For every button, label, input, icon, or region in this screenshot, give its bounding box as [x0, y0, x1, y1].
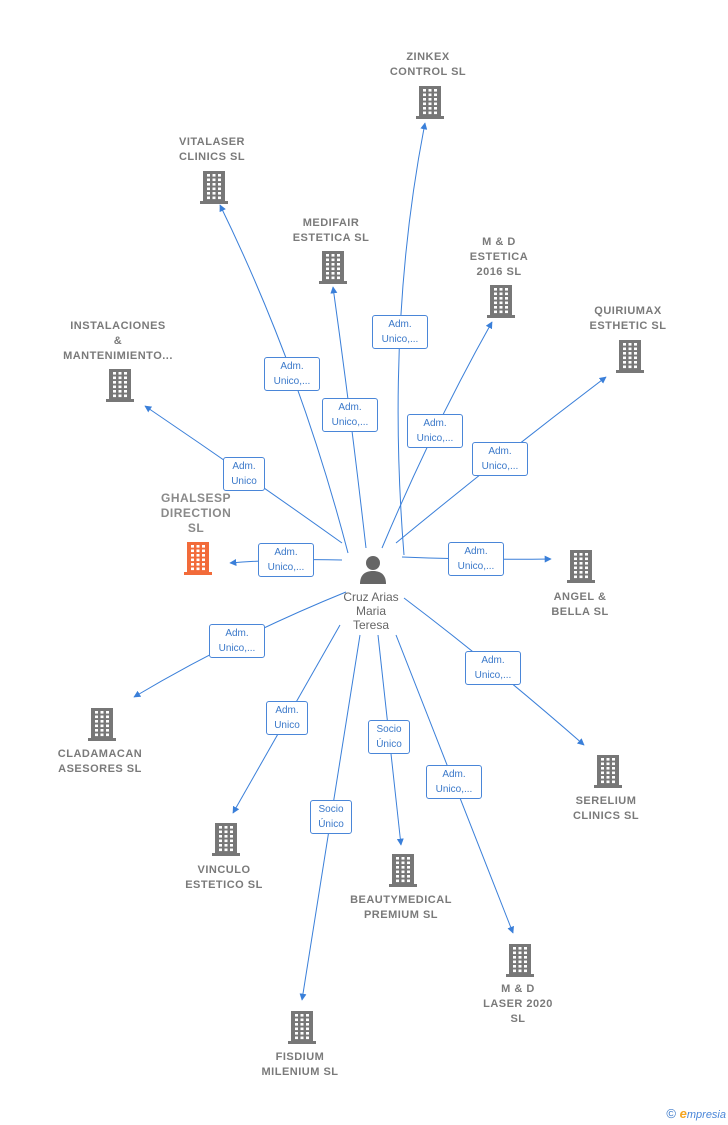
edge-label-vitalaser[interactable]: Adm. Unico,... — [264, 357, 320, 391]
edge-label-md-estetica[interactable]: Adm. Unico,... — [407, 414, 463, 448]
company-label-zinkex[interactable]: ZINKEX CONTROL SL — [358, 50, 498, 80]
company-node-quiriumax[interactable] — [614, 338, 646, 374]
company-label-md-estetica[interactable]: M & D ESTETICA 2016 SL — [429, 235, 569, 280]
company-label-vitalaser[interactable]: VITALASER CLINICS SL — [142, 135, 282, 165]
company-name: SERELIUM CLINICS SL — [572, 795, 640, 822]
building-icon — [212, 823, 240, 856]
company-name: ZINKEX CONTROL SL — [389, 51, 467, 78]
company-node-beautymedical[interactable] — [387, 852, 419, 888]
company-label-cladamacan[interactable]: CLADAMACAN ASESORES SL — [30, 747, 170, 777]
company-name: VITALASER CLINICS SL — [178, 136, 246, 163]
edge-label-medifair[interactable]: Adm. Unico,... — [322, 398, 378, 432]
company-label-md-laser[interactable]: M & D LASER 2020 SL — [448, 982, 588, 1027]
company-node-cladamacan[interactable] — [86, 706, 118, 742]
company-node-md-laser[interactable] — [504, 942, 536, 978]
building-icon — [567, 550, 595, 583]
company-label-angel[interactable]: ANGEL & BELLA SL — [510, 590, 650, 620]
company-node-vitalaser[interactable] — [198, 169, 230, 205]
building-icon — [416, 86, 444, 119]
company-node-fisdium[interactable] — [286, 1009, 318, 1045]
company-node-vinculo[interactable] — [210, 821, 242, 857]
edge-label-angel[interactable]: Adm. Unico,... — [448, 542, 504, 576]
company-label-instalaciones[interactable]: INSTALACIONES & MANTENIMIENTO... — [48, 319, 188, 364]
company-label-serelium[interactable]: SERELIUM CLINICS SL — [536, 794, 676, 824]
company-name: INSTALACIONES & MANTENIMIENTO... — [63, 320, 173, 362]
brand-logo-text: mpresia — [686, 1109, 726, 1121]
building-icon — [389, 854, 417, 887]
company-node-zinkex[interactable] — [414, 84, 446, 120]
edge-label-serelium[interactable]: Adm. Unico,... — [465, 651, 521, 685]
company-label-fisdium[interactable]: FISDIUM MILENIUM SL — [230, 1050, 370, 1080]
company-name: MEDIFAIR ESTETICA SL — [292, 217, 370, 244]
company-name: QUIRIUMAX ESTHETIC SL — [589, 305, 667, 332]
company-node-medifair[interactable] — [317, 249, 349, 285]
building-icon — [106, 369, 134, 402]
center-person-label: Cruz Arias Maria Teresa — [343, 590, 399, 632]
company-name: GHALSESP DIRECTION SL — [160, 491, 232, 535]
building-icon — [184, 542, 212, 575]
company-name: FISDIUM MILENIUM SL — [261, 1051, 339, 1078]
building-icon — [616, 340, 644, 373]
edge-label-beautymedical[interactable]: Socio Único — [368, 720, 410, 754]
brand-logo-initial: e — [679, 1106, 687, 1121]
building-icon — [487, 285, 515, 318]
building-icon — [288, 1011, 316, 1044]
footer-brand: © empresia — [666, 1106, 726, 1121]
building-icon — [594, 755, 622, 788]
company-label-quiriumax[interactable]: QUIRIUMAX ESTHETIC SL — [558, 304, 698, 334]
company-label-ghalsesp[interactable]: GHALSESP DIRECTION SL — [126, 491, 266, 536]
company-node-instalaciones[interactable] — [104, 367, 136, 403]
company-node-md-estetica[interactable] — [485, 283, 517, 319]
company-label-vinculo[interactable]: VINCULO ESTETICO SL — [154, 863, 294, 893]
edge-label-fisdium[interactable]: Socio Único — [310, 800, 352, 834]
center-person[interactable] — [358, 553, 388, 585]
company-name: M & D LASER 2020 SL — [483, 983, 553, 1025]
building-icon — [319, 251, 347, 284]
edge-label-ghalsesp[interactable]: Adm. Unico,... — [258, 543, 314, 577]
company-name: BEAUTYMEDICAL PREMIUM SL — [350, 894, 452, 921]
company-name: VINCULO ESTETICO SL — [185, 864, 263, 891]
edge-label-instalaciones[interactable]: Adm. Unico — [223, 457, 265, 491]
edge-label-vinculo[interactable]: Adm. Unico — [266, 701, 308, 735]
company-name: M & D ESTETICA 2016 SL — [469, 236, 529, 278]
edge-label-cladamacan[interactable]: Adm. Unico,... — [209, 624, 265, 658]
building-icon — [200, 171, 228, 204]
company-node-angel[interactable] — [565, 548, 597, 584]
company-name: ANGEL & BELLA SL — [551, 591, 609, 618]
company-label-medifair[interactable]: MEDIFAIR ESTETICA SL — [261, 216, 401, 246]
building-icon — [88, 708, 116, 741]
company-name: CLADAMACAN ASESORES SL — [57, 748, 143, 775]
edge-label-zinkex[interactable]: Adm. Unico,... — [372, 315, 428, 349]
building-icon — [506, 944, 534, 977]
company-node-serelium[interactable] — [592, 753, 624, 789]
edge-label-quiriumax[interactable]: Adm. Unico,... — [472, 442, 528, 476]
copyright-icon: © — [666, 1106, 677, 1121]
edge-label-md-laser[interactable]: Adm. Unico,... — [426, 765, 482, 799]
company-node-ghalsesp[interactable] — [182, 540, 214, 576]
company-label-beautymedical[interactable]: BEAUTYMEDICAL PREMIUM SL — [331, 893, 471, 923]
person-icon — [360, 556, 386, 584]
